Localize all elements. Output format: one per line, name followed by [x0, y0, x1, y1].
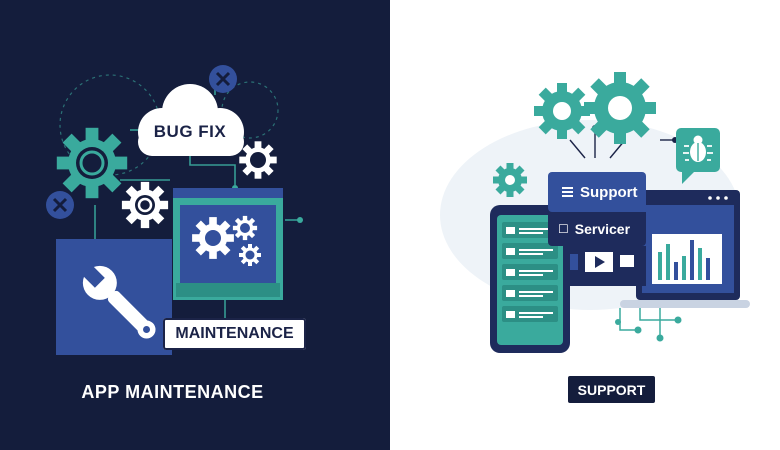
chat-icon: ☐ [558, 222, 569, 236]
bug-fix-label: BUG FIX [153, 122, 227, 141]
gear-icon [584, 72, 656, 144]
close-icon [46, 191, 74, 219]
circuit-lines [619, 308, 675, 335]
gear-icon [239, 141, 277, 179]
gear-icon [534, 83, 590, 139]
cloud-icon [138, 84, 244, 156]
bug-icon [676, 128, 720, 184]
laptop-base [620, 300, 750, 308]
maintenance-label: MAINTENANCE [163, 318, 306, 350]
app-maintenance-panel: BUG FIX MAINTENANCE APP MAINTENANCE [0, 0, 390, 450]
gear-icon [56, 127, 128, 199]
menu-icon [562, 187, 573, 197]
bar-chart-icon [652, 234, 722, 284]
app-maintenance-title: APP MAINTENANCE [81, 382, 264, 402]
wrench-icon [79, 262, 156, 339]
servicer-tile: ☐ Servicer [548, 212, 646, 246]
support-panel: Support ☐ Servicer SUPPORT [390, 0, 780, 450]
close-icon [209, 65, 237, 93]
gear-icon [239, 244, 261, 266]
gear-icon [192, 217, 234, 259]
servicer-tile-label: Servicer [574, 221, 631, 237]
gear-icon [232, 215, 258, 241]
support-tile: Support [548, 172, 646, 212]
maintenance-illustration [46, 65, 303, 355]
gear-icon [493, 163, 527, 197]
gear-icon [121, 181, 169, 229]
support-title: SUPPORT [568, 376, 655, 403]
support-tile-label: Support [580, 183, 638, 201]
